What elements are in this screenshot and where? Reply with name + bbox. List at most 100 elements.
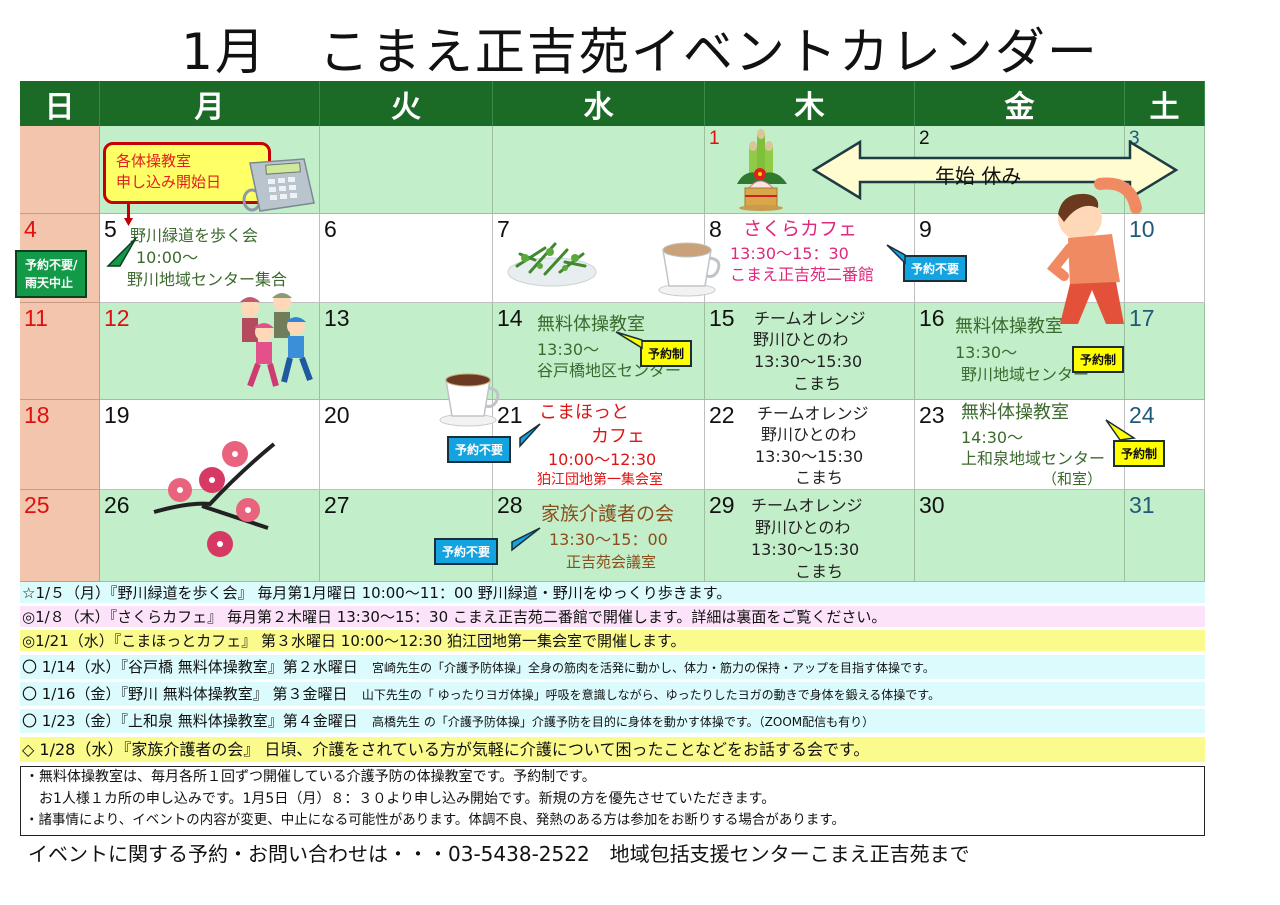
plum-blossom-icon	[153, 441, 276, 557]
note-head: 〇 1/23（金）『上和泉 無料体操教室』第４金曜日	[22, 712, 358, 730]
event-title: チームオレンジ	[754, 309, 866, 328]
callout-pointer	[1105, 419, 1137, 441]
day-cell-8[interactable]: 8 さくらカフェ 13:30～15：30 こまえ正吉苑二番館	[705, 214, 915, 303]
day-cell-25[interactable]: 25	[20, 490, 100, 582]
info-line: ・諸事情により、イベントの内容が変更、中止になる可能性があります。体調不良、発熱…	[25, 812, 845, 828]
day-number: 29	[709, 492, 735, 518]
day-cell-12[interactable]: 12	[100, 303, 320, 400]
event-time: 10:00～12:30	[548, 450, 657, 469]
signup-callout: 各体操教室 申し込み開始日	[103, 142, 271, 204]
stretching-person-icon	[1046, 177, 1142, 324]
kadomatsu-icon	[737, 129, 787, 211]
day-number: 30	[919, 492, 945, 518]
event-place: 上和泉地域センター	[961, 449, 1106, 468]
callout-pointer	[519, 423, 541, 448]
reservation-required-badge: 予約制	[1072, 346, 1125, 373]
walking-group-icon	[240, 293, 313, 388]
day-number: 13	[324, 305, 350, 331]
day-number: 16	[919, 305, 945, 331]
day-number: 17	[1129, 305, 1155, 331]
day-number: 11	[24, 305, 48, 331]
reservation-required-badge: 予約制	[640, 340, 693, 367]
day-number: 4	[24, 216, 37, 242]
day-number: 24	[1129, 402, 1155, 428]
event-time: 14:30～	[961, 428, 1024, 447]
day-number: 21	[497, 402, 523, 428]
day-cell-10[interactable]: 10	[1125, 214, 1205, 303]
day-number: 25	[24, 492, 50, 518]
day-number: 5	[104, 216, 117, 242]
note-head: 〇 1/16（金）『野川 無料体操教室』 第３金曜日	[22, 685, 348, 703]
signup-callout-line1: 各体操教室	[116, 152, 192, 170]
event-title: 無料体操教室	[961, 402, 1069, 423]
event-place: 野川地域センター集合	[127, 270, 288, 289]
no-reservation-badge: 予約不要	[903, 255, 968, 282]
day-number: 1	[709, 128, 720, 149]
day-cell-5[interactable]: 5 野川緑道を歩く会 10:00～ 野川地域センター集合	[100, 214, 320, 303]
badge-line2: 雨天中止	[25, 276, 74, 290]
day-cell-23[interactable]: 23 無料体操教室 14:30～ 上和泉地域センター （和室）	[915, 400, 1125, 490]
day-cell-27[interactable]: 27	[320, 490, 493, 582]
day-cell-11[interactable]: 11	[20, 303, 100, 400]
event-time: 13:30～15:30	[754, 352, 863, 371]
day-cell-21[interactable]: 21 こまほっと カフェ 10:00～12:30 狛江団地第一集会室	[493, 400, 705, 490]
no-reservation-badge: 予約不要	[434, 538, 499, 565]
note-walking: ☆1/５（月）『野川緑道を歩く会』 毎月第1月曜日 10:00～11：00 野川…	[20, 582, 1205, 604]
event-place: 狛江団地第一集会室	[537, 472, 663, 488]
day-number: 22	[709, 402, 735, 428]
event-title: こまほっと	[539, 402, 629, 423]
note-family-caregivers: ◇ 1/28（水）『家族介護者の会』 日頃、介護をされている方が気軽に介護につい…	[20, 737, 1205, 763]
arrow-down-icon	[124, 204, 133, 226]
weekday-sat: 土	[1125, 81, 1205, 126]
reservation-required-badge: 予約制	[1113, 440, 1166, 467]
day-cell-6[interactable]: 6	[320, 214, 493, 303]
day-cell-22[interactable]: 22 チームオレンジ 野川ひとのわ 13:30～15:30 こまち	[705, 400, 915, 490]
day-cell-empty	[20, 126, 100, 214]
event-place: 正吉苑会議室	[566, 553, 657, 571]
day-cell-15[interactable]: 15 チームオレンジ 野川ひとのわ 13:30～15:30 こまち	[705, 303, 915, 400]
event-time: 10:00～	[136, 248, 199, 267]
event-title: 無料体操教室	[955, 316, 1063, 337]
day-cell-18[interactable]: 18	[20, 400, 100, 490]
coffee-cup-icon	[658, 242, 721, 297]
day-number: 19	[104, 402, 130, 428]
event-title: さくらカフェ	[743, 218, 858, 240]
day-number: 23	[919, 402, 945, 428]
event-time: 13:30～	[955, 343, 1018, 362]
day-cell-31[interactable]: 31	[1125, 490, 1205, 582]
note-detail: 宮崎先生の「介護予防体操」全身の筋肉を活発に動かし、体力・筋力の保持・アップを目…	[372, 661, 935, 675]
callout-pointer	[886, 244, 906, 265]
weekday-fri: 金	[915, 81, 1125, 126]
day-number: 28	[497, 492, 523, 518]
coffee-cup-icon	[439, 373, 500, 427]
day-cell-29[interactable]: 29 チームオレンジ 野川ひとのわ 13:30～15:30 こまち	[705, 490, 915, 582]
day-number: 18	[24, 402, 50, 428]
event-time: 13:30～15：30	[730, 244, 849, 263]
note-yatobashi-exercise: 〇 1/14（水）『谷戸橋 無料体操教室』第２水曜日 宮崎先生の「介護予防体操」…	[20, 655, 1205, 680]
event-title-line2: カフェ	[591, 426, 645, 447]
note-kamiizumi-exercise: 〇 1/23（金）『上和泉 無料体操教室』第４金曜日 高橋先生 の「介護予防体操…	[20, 709, 1205, 734]
event-title: 野川緑道を歩く会	[130, 226, 259, 245]
event-title: チームオレンジ	[757, 404, 869, 423]
weekday-sun: 日	[20, 81, 100, 126]
event-time: 13:30～15:30	[751, 540, 860, 559]
day-number: 8	[709, 216, 722, 242]
day-number: 15	[709, 305, 735, 331]
day-cell-17[interactable]: 17	[1125, 303, 1205, 400]
day-number: 27	[324, 492, 350, 518]
day-number: 2	[919, 128, 930, 149]
info-line: お1人様１カ所の申し込みです。1月5日（月）８：３０より申し込み開始です。新規の…	[25, 790, 776, 807]
event-title: チームオレンジ	[751, 496, 863, 515]
event-place-note: （和室）	[1042, 470, 1103, 488]
day-number: 7	[497, 216, 510, 242]
day-cell-30[interactable]: 30	[915, 490, 1125, 582]
day-cell-28[interactable]: 28 家族介護者の会 13:30～15：00 正吉苑会議室	[493, 490, 705, 582]
no-reservation-badge: 予約不要	[447, 436, 512, 463]
day-number: 10	[1129, 216, 1155, 242]
note-detail: 高橋先生 の「介護予防体操」介護予防を目的に身体を動かす体操です。（ZOOM配信…	[372, 715, 875, 729]
event-time: 13:30～	[537, 340, 600, 359]
signup-callout-line2: 申し込み開始日	[116, 173, 222, 191]
note-komahotto-cafe: ◎1/21（水）『こまほっとカフェ』 第３水曜日 10:00～12:30 狛江団…	[20, 630, 1205, 652]
reservation-badge: 予約不要/ 雨天中止	[15, 250, 88, 298]
day-number: 3	[1129, 128, 1140, 149]
